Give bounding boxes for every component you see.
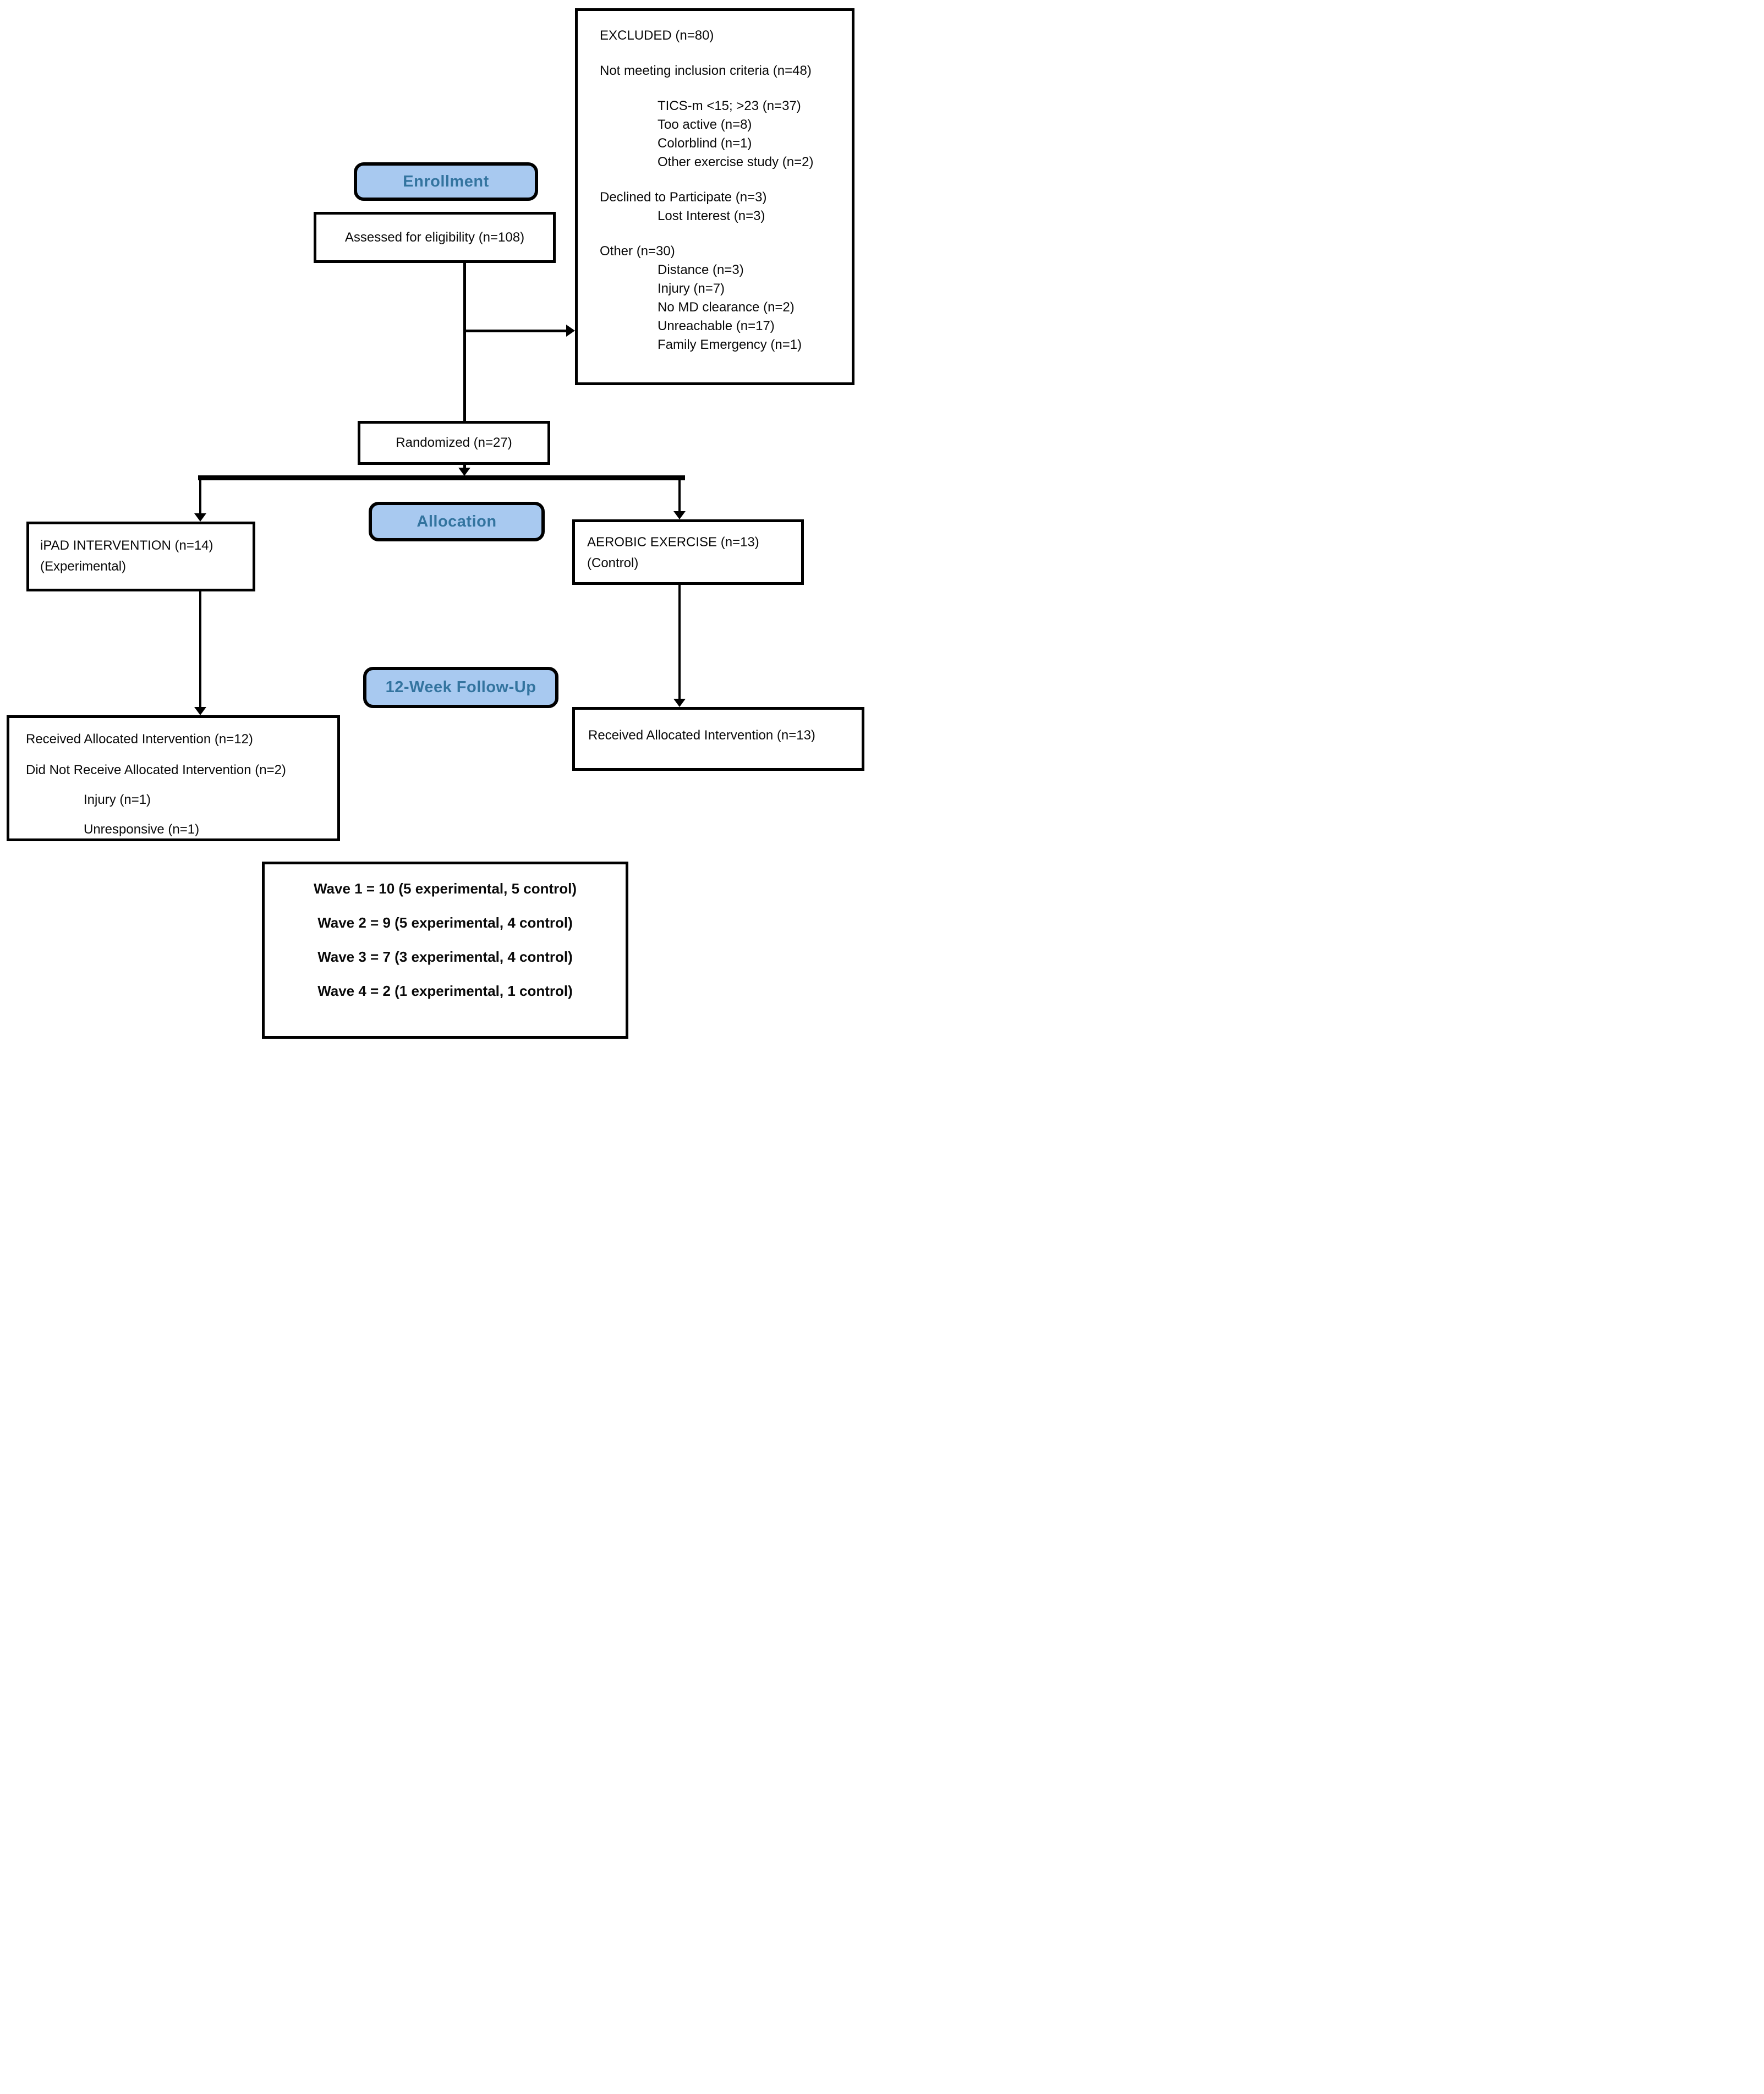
phase-enrollment: Enrollment — [354, 162, 538, 201]
phase-enrollment-label: Enrollment — [403, 172, 489, 190]
received-left-line2: Did Not Receive Allocated Intervention (… — [26, 763, 286, 777]
aerobic-subtitle: (Control) — [587, 556, 639, 571]
received-left-unresponsive: Unresponsive (n=1) — [84, 822, 200, 837]
phase-allocation: Allocation — [369, 502, 545, 541]
aerobic-box: AEROBIC EXERCISE (n=13) (Control) — [572, 519, 804, 585]
ipad-title: iPAD INTERVENTION (n=14) — [40, 538, 213, 553]
phase-allocation-label: Allocation — [417, 512, 497, 530]
connector-split-line — [198, 475, 685, 480]
excluded-lost-interest: Lost Interest (n=3) — [658, 209, 765, 223]
arrowhead-ipad — [194, 513, 206, 522]
wave-1: Wave 1 = 10 (5 experimental, 5 control) — [313, 880, 577, 897]
excluded-declined: Declined to Participate (n=3) — [600, 190, 767, 205]
received-right-line1: Received Allocated Intervention (n=13) — [588, 728, 815, 743]
excluded-box: EXCLUDED (n=80) Not meeting inclusion cr… — [575, 8, 854, 385]
connector-ipad-to-received — [199, 591, 201, 707]
waves-box: Wave 1 = 10 (5 experimental, 5 control) … — [262, 862, 628, 1039]
connector-randomized-to-split — [463, 465, 466, 469]
phase-followup-label: 12-Week Follow-Up — [385, 678, 536, 696]
connector-aerobic-to-received — [678, 585, 681, 699]
randomized-label: Randomized (n=27) — [396, 435, 512, 450]
received-left-line1: Received Allocated Intervention (n=12) — [26, 732, 253, 747]
consort-flow-diagram: EXCLUDED (n=80) Not meeting inclusion cr… — [0, 0, 882, 1047]
assessed-box: Assessed for eligibility (n=108) — [314, 212, 556, 263]
excluded-family-emergency: Family Emergency (n=1) — [658, 337, 802, 352]
excluded-too-active: Too active (n=8) — [658, 117, 752, 132]
arrowhead-aerobic — [673, 511, 686, 519]
excluded-no-md: No MD clearance (n=2) — [658, 300, 795, 315]
received-left-injury: Injury (n=1) — [84, 792, 151, 807]
wave-2: Wave 2 = 9 (5 experimental, 4 control) — [317, 914, 573, 931]
received-left-box: Received Allocated Intervention (n=12) D… — [7, 715, 340, 841]
randomized-box: Randomized (n=27) — [358, 421, 550, 465]
ipad-subtitle: (Experimental) — [40, 559, 127, 574]
received-right-box: Received Allocated Intervention (n=13) — [572, 707, 864, 771]
excluded-other: Other (n=30) — [600, 244, 675, 259]
wave-4: Wave 4 = 2 (1 experimental, 1 control) — [317, 983, 573, 999]
excluded-tics: TICS-m <15; >23 (n=37) — [658, 98, 801, 113]
connector-assessed-to-randomized — [463, 263, 466, 421]
excluded-title: EXCLUDED (n=80) — [600, 28, 714, 43]
excluded-unreachable: Unreachable (n=17) — [658, 319, 775, 333]
arrowhead-received-left — [194, 707, 206, 715]
excluded-injury: Injury (n=7) — [658, 281, 725, 296]
excluded-colorblind: Colorblind (n=1) — [658, 136, 752, 151]
arrowhead-excluded — [566, 325, 575, 337]
ipad-box: iPAD INTERVENTION (n=14) (Experimental) — [26, 522, 255, 591]
excluded-not-meeting: Not meeting inclusion criteria (n=48) — [600, 63, 812, 78]
connector-to-excluded — [465, 330, 567, 332]
connector-split-to-aerobic — [678, 480, 681, 511]
arrowhead-received-right — [673, 699, 686, 707]
phase-followup: 12-Week Follow-Up — [363, 667, 558, 708]
connector-split-to-ipad — [199, 480, 201, 513]
aerobic-title: AEROBIC EXERCISE (n=13) — [587, 535, 759, 550]
arrowhead-split — [458, 468, 470, 476]
wave-3: Wave 3 = 7 (3 experimental, 4 control) — [317, 949, 573, 965]
excluded-other-study: Other exercise study (n=2) — [658, 155, 814, 169]
excluded-distance: Distance (n=3) — [658, 262, 744, 277]
assessed-label: Assessed for eligibility (n=108) — [344, 229, 525, 245]
